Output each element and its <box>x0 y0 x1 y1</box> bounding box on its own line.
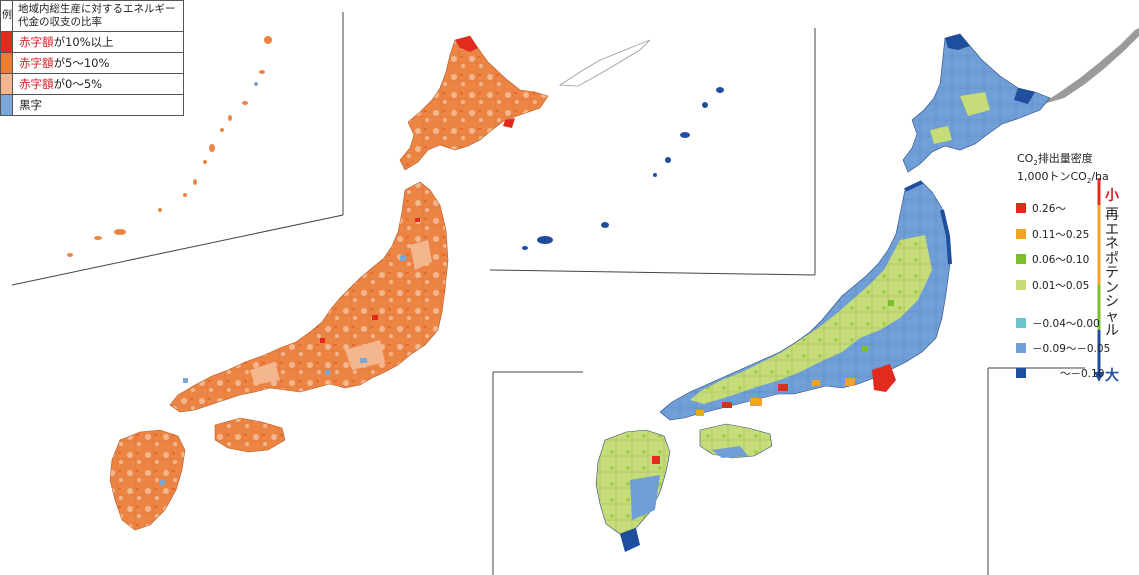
legend-scale-arrow-head <box>1094 372 1104 382</box>
co2-swatch <box>1016 318 1026 328</box>
legend-swatch-orange <box>0 52 13 74</box>
right-hokkaido-green <box>930 92 990 144</box>
left-inset-border-diag <box>11 214 344 286</box>
legend-row: 黒字 <box>0 94 184 116</box>
left-honshu-red-areas <box>320 218 420 343</box>
left-kyushu <box>109 429 186 531</box>
left-honshu-blue-areas <box>183 255 406 383</box>
left-hokkaido <box>399 35 549 171</box>
right-honshu-green <box>690 235 932 404</box>
right-shikoku-blue <box>712 446 748 458</box>
deficit-legend: 例 地域内総生産に対するエネルギー代金の収支の比率 赤字額が10%以上 赤字額が… <box>0 0 184 116</box>
right-map <box>595 28 1139 575</box>
legend-swatch-light-orange <box>0 73 13 95</box>
right-hotspots <box>696 300 894 416</box>
middle-inset <box>489 28 816 575</box>
legend-header: 地域内総生産に対するエネルギー代金の収支の比率 <box>12 0 184 32</box>
left-honshu-light-areas <box>250 240 432 385</box>
left-islet-blue <box>254 82 258 86</box>
left-shikoku <box>214 417 286 453</box>
right-northern-islands <box>1040 28 1139 105</box>
middle-inset-border <box>489 269 816 276</box>
left-honshu <box>169 181 449 413</box>
legend-swatch-blue <box>0 94 13 116</box>
co2-legend-title: CO2排出量密度 1,000トンCO2/ha <box>1017 152 1109 186</box>
co2-legend-item: 0.11～0.25 <box>1016 227 1089 242</box>
co2-legend-item: 0.01～0.05 <box>1016 278 1089 293</box>
right-kyushu-dark <box>620 528 640 552</box>
legend-row: 赤字額が0～5% <box>0 73 184 95</box>
legend-row-label: 赤字額が5～10% <box>12 52 184 74</box>
co2-legend-item: －0.09～－0.05 <box>1016 341 1110 356</box>
co2-swatch <box>1016 203 1026 213</box>
co2-swatch <box>1016 254 1026 264</box>
middle-blue-islands <box>522 87 724 250</box>
right-honshu <box>659 181 951 421</box>
legend-row-label: 黒字 <box>12 94 184 116</box>
scale-label-small: 小 <box>1105 188 1119 204</box>
left-southern-islands <box>67 36 272 257</box>
legend-swatch-red <box>0 31 13 53</box>
northern-islands-outline <box>558 39 651 87</box>
right-hokkaido-dark <box>945 34 1035 104</box>
left-kyushu-blue-area <box>160 480 165 485</box>
legend-row: 赤字額が5～10% <box>0 52 184 74</box>
legend-header-left: 例 <box>0 0 13 32</box>
right-honshu-dark-coast <box>904 180 952 265</box>
co2-legend-item: ～－0.10 <box>1016 366 1104 381</box>
left-map <box>11 12 549 531</box>
co2-legend-item: －0.04～0.00 <box>1016 316 1100 331</box>
legend-row-label: 赤字額が0～5% <box>12 73 184 95</box>
right-kyushu-blue <box>630 475 660 520</box>
scale-label-vertical: 再エネポテンシャル <box>1105 207 1119 339</box>
scale-label-big: 大 <box>1105 368 1119 384</box>
right-kyushu-red <box>652 456 660 464</box>
legend-row: 赤字額が10%以上 <box>0 31 184 53</box>
left-hokkaido-deficit-high <box>455 36 515 128</box>
co2-swatch <box>1016 229 1026 239</box>
co2-swatch <box>1016 280 1026 290</box>
co2-swatch <box>1016 343 1026 353</box>
co2-legend-item: 0.06～0.10 <box>1016 252 1089 267</box>
right-kanto-red <box>872 364 896 392</box>
co2-legend-item: 0.26～ <box>1016 201 1066 216</box>
legend-row-label: 赤字額が10%以上 <box>12 31 184 53</box>
co2-swatch <box>1016 368 1026 378</box>
